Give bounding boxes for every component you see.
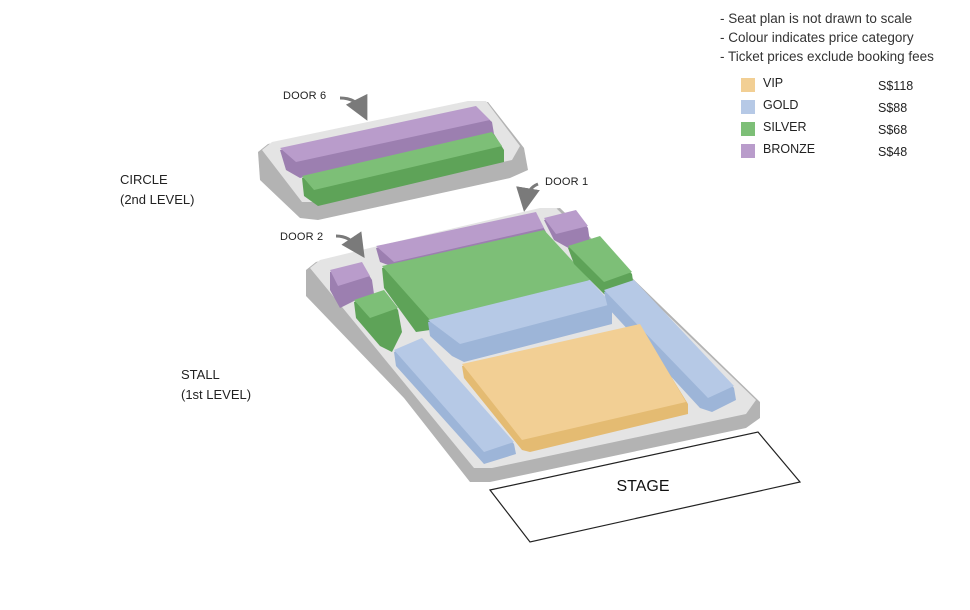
notes: - Seat plan is not drawn to scale - Colo… — [720, 9, 934, 66]
stage-outline — [488, 431, 802, 543]
stall-sub: (1st LEVEL) — [181, 387, 252, 402]
door6-label: DOOR 6 — [283, 90, 327, 102]
legend-swatch — [741, 122, 755, 136]
note-line: - Ticket prices exclude booking fees — [720, 49, 934, 64]
legend-swatch — [741, 100, 755, 114]
stall-gold-center[interactable] — [428, 280, 612, 362]
legend-category: SILVER — [763, 120, 807, 134]
stall-silver-left[interactable] — [354, 290, 402, 352]
door1-arrow — [516, 182, 540, 212]
legend-swatch — [741, 144, 755, 158]
legend-category: BRONZE — [763, 142, 816, 156]
stall-gold-left[interactable] — [394, 338, 516, 464]
stall-name: STALL — [181, 367, 220, 382]
stall-silver-right[interactable] — [568, 236, 634, 298]
legend-swatch — [741, 78, 755, 92]
legend-row-vip: VIP S$118 — [741, 76, 951, 98]
door1-label: DOOR 1 — [545, 176, 589, 188]
note-line: - Seat plan is not drawn to scale — [720, 11, 913, 26]
circle-name: CIRCLE — [120, 172, 168, 187]
stall-gold-right[interactable] — [604, 280, 736, 412]
legend-price: S$118 — [878, 79, 914, 93]
legend-category: VIP — [763, 76, 784, 90]
door2-label: DOOR 2 — [280, 231, 324, 243]
legend-row-silver: SILVER S$68 — [741, 120, 951, 142]
legend-row-gold: GOLD S$88 — [741, 98, 951, 120]
door2-arrow — [335, 231, 365, 258]
circle-sub: (2nd LEVEL) — [120, 192, 195, 207]
stall-bronze-center[interactable] — [376, 212, 546, 268]
legend-category: GOLD — [763, 98, 799, 112]
stall-silver-center[interactable] — [382, 230, 590, 332]
legend-price: S$48 — [878, 145, 908, 159]
stall-bronze-right[interactable] — [544, 210, 590, 250]
circle-bronze-block[interactable] — [280, 106, 494, 178]
legend-price: S$88 — [878, 101, 908, 115]
legend-row-bronze: BRONZE S$48 — [741, 142, 951, 164]
stall-vip-block[interactable] — [462, 324, 688, 452]
circle-silver-block[interactable] — [302, 132, 504, 206]
legend-price: S$68 — [878, 123, 908, 137]
note-line: - Colour indicates price category — [720, 30, 914, 45]
stage-label: STAGE — [616, 478, 670, 495]
stall-label: STALL (1st LEVEL) — [181, 365, 251, 405]
circle-label: CIRCLE (2nd LEVEL) — [120, 170, 194, 210]
price-legend: VIP S$118 GOLD S$88 SILVER S$68 BRONZE S… — [741, 76, 951, 164]
door6-arrow — [339, 93, 368, 121]
